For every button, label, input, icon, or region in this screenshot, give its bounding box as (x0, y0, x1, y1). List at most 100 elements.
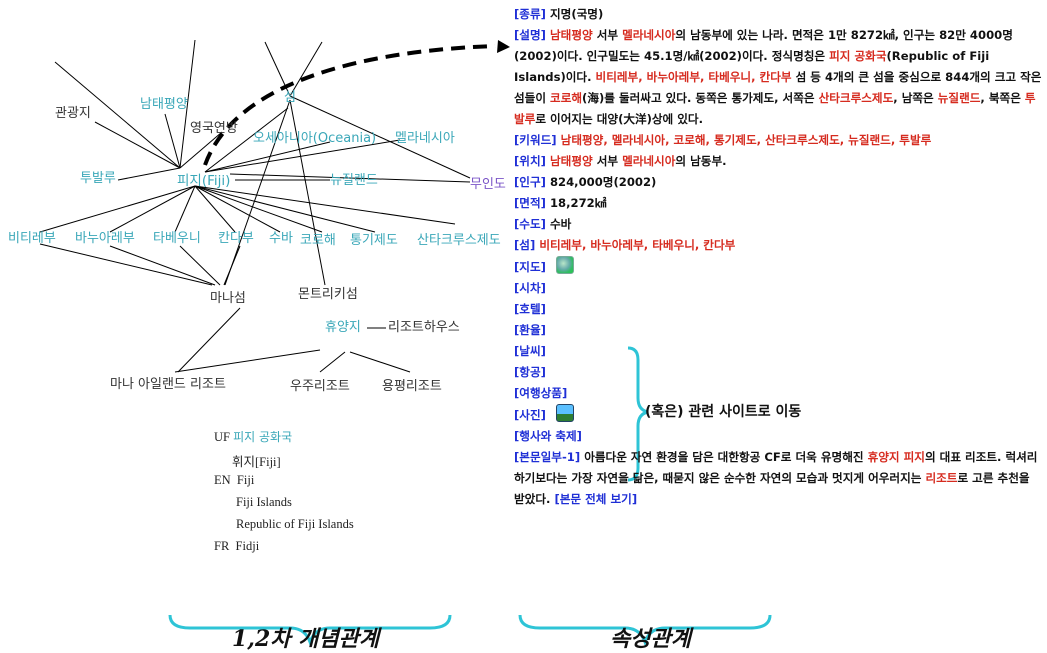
variant-uf-value: 피지 공화국 (233, 430, 293, 444)
variant-uf-alt: 휘지[Fiji] (232, 455, 281, 469)
desc-run-0: 남태평양 (549, 28, 593, 42)
node-montriki[interactable]: 몬트리키섬 (298, 287, 358, 302)
attr-map: [지도] (514, 256, 1044, 278)
node-tourist-spot[interactable]: 관광지 (55, 106, 91, 121)
map-icon[interactable] (555, 256, 574, 274)
photo-icon[interactable] (555, 404, 574, 422)
node-kadavu[interactable]: 칸다부 (218, 231, 254, 246)
attr-travel-tag[interactable]: [여행상품] (514, 386, 568, 400)
location-run-0: 남태평양 (549, 154, 593, 168)
node-tuvalu[interactable]: 투발루 (80, 171, 116, 186)
caption-attribute-relations: 속성관계 (610, 626, 691, 652)
attr-capital-value: 수바 (549, 217, 572, 231)
variant-en: EN Fiji (214, 473, 254, 488)
variant-en-code: EN (214, 473, 231, 487)
desc-run-9: (海)를 둘러싸고 있다. 동쪽은 통가제도, 서쪽은 (582, 91, 819, 105)
attr-hotel: [호텔] (514, 299, 1044, 320)
attr-keywords: [키워드] 남태평양, 멜라네시아, 코로해, 통기제도, 산타크루스제도, 뉴… (514, 130, 1044, 151)
attr-capital-tag[interactable]: [수도] (514, 217, 546, 231)
attr-island: [섬] 비티레부, 바누아레부, 타베우니, 칸다부 (514, 235, 1044, 256)
node-commonwealth[interactable]: 영국연방 (190, 121, 238, 136)
related-site-note: (혹은) 관련 사이트로 이동 (645, 404, 802, 420)
excerpt-run-3: 리조트 (925, 471, 958, 485)
attr-description: [설명] 남태평양 서부 멜라네시아의 남동부에 있는 나라. 면적은 1만 8… (514, 25, 1044, 130)
node-fiji[interactable]: 피지(Fiji) (177, 173, 231, 189)
node-resort-land[interactable]: 휴양지 (325, 320, 361, 335)
attr-location-tag[interactable]: [위치] (514, 154, 546, 168)
desc-run-7: 섬 등 4개의 큰 섬을 중심으로 844개의 크고 작은 섬들이 (514, 70, 1042, 105)
attr-timediff-tag[interactable]: [시차] (514, 281, 546, 295)
node-oceania[interactable]: 오세아니아(Oceania) (253, 131, 377, 146)
location-run-3: 의 남동부. (675, 154, 727, 168)
node-mana[interactable]: 마나섬 (210, 291, 246, 306)
desc-run-13: , 북쪽은 (980, 91, 1025, 105)
excerpt-run-5[interactable]: [본문 전체 보기] (554, 492, 638, 506)
node-tonga[interactable]: 통기제도 (350, 233, 398, 248)
attr-population: [인구] 824,000명(2002) (514, 172, 1044, 193)
attr-type-value: 지명(국명) (549, 7, 604, 21)
desc-run-15: 로 이어지는 대양(大洋)상에 있다. (535, 112, 703, 126)
node-yongpyong[interactable]: 용평리조트 (382, 379, 442, 394)
attr-excerpt: [본문일부-1] 아름다운 자연 환경을 담은 대한항공 CF로 더욱 유명해진… (514, 447, 1044, 510)
variant-uf: UF 피지 공화국 (214, 428, 292, 445)
attr-travel: [여행상품] (514, 383, 1044, 404)
desc-run-4: 피지 공화국 (829, 49, 887, 63)
node-taveuni[interactable]: 타베우니 (153, 231, 201, 246)
attr-keyword-value: 남태평양, 멜라네시아, 코로해, 통기제도, 산타크루스제도, 뉴질랜드, 투… (560, 133, 932, 147)
attr-island-tag[interactable]: [섬] (514, 238, 536, 252)
attr-exchange: [환율] (514, 320, 1044, 341)
attr-desc-tag[interactable]: [설명] (514, 28, 546, 42)
attr-capital: [수도] 수바 (514, 214, 1044, 235)
attr-exchange-tag[interactable]: [환율] (514, 323, 546, 337)
node-vanua-levu[interactable]: 바누아레부 (75, 231, 135, 246)
desc-run-14: 투발루 (514, 91, 1036, 126)
node-suva[interactable]: 수바 (269, 231, 293, 246)
node-space-resort[interactable]: 우주리조트 (290, 379, 350, 394)
node-south-pacific[interactable]: 남태평양 (140, 97, 188, 112)
attr-excerpt-tag[interactable]: [본문일부-1] (514, 450, 581, 464)
variant-en-value-1: Fiji (236, 473, 255, 487)
attribute-panel: [종류] 지명(국명) [설명] 남태평양 서부 멜라네시아의 남동부에 있는 … (514, 4, 1044, 510)
desc-run-12: 뉴질랜드 (937, 91, 981, 105)
node-resort-house[interactable]: 리조트하우스 (388, 320, 460, 335)
attr-events-tag[interactable]: [행사와 축제] (514, 429, 582, 443)
desc-run-5: (Republic of Fiji Islands)이다. (514, 49, 990, 84)
attr-type-tag[interactable]: [종류] (514, 7, 546, 21)
variant-en-value-2: Fiji Islands (236, 495, 292, 509)
desc-run-2: 멜라네시아 (622, 28, 676, 42)
excerpt-run-2: 의 대표 리조트. 럭셔리하기보다는 가장 자연을 닮은, 때묻지 않은 순수한… (514, 450, 1038, 485)
excerpt-run-0: 아름다운 자연 환경을 담은 대한항공 CF로 더욱 유명해진 (580, 450, 868, 464)
node-coral-sea[interactable]: 코로해 (300, 233, 336, 248)
desc-run-8: 코로해 (550, 91, 583, 105)
attr-weather-tag[interactable]: [날씨] (514, 344, 546, 358)
attr-photo-tag[interactable]: [사진] (514, 408, 546, 422)
attr-map-tag[interactable]: [지도] (514, 260, 546, 274)
attr-keyword-tag[interactable]: [키워드] (514, 133, 557, 147)
attr-photo: [사진] (514, 404, 1044, 426)
attr-airline-tag[interactable]: [항공] (514, 365, 546, 379)
attr-airline: [항공] (514, 362, 1044, 383)
node-melanesia[interactable]: 멜라네시아 (395, 131, 455, 146)
node-santa-cruz[interactable]: 산타크루스제도 (417, 233, 501, 248)
node-uninhabited[interactable]: 무인도 (470, 177, 506, 192)
excerpt-run-1: 휴양지 피지 (867, 450, 925, 464)
attr-location: [위치] 남태평양 서부 멜라네시아의 남동부. (514, 151, 1044, 172)
attr-island-value: 비티레부, 바누아레부, 타베우니, 칸다부 (539, 238, 736, 252)
attr-weather: [날씨] (514, 341, 1044, 362)
node-viti-levu[interactable]: 비티레부 (8, 231, 56, 246)
desc-run-1: 서부 (592, 28, 623, 42)
node-island[interactable]: 섬 (284, 90, 296, 105)
attr-timediff: [시차] (514, 278, 1044, 299)
desc-run-11: , 남쪽은 (893, 91, 938, 105)
attr-hotel-tag[interactable]: [호텔] (514, 302, 546, 316)
attr-area-tag[interactable]: [면적] (514, 196, 546, 210)
attr-type: [종류] 지명(국명) (514, 4, 1044, 25)
node-new-zealand[interactable]: 뉴질랜드 (330, 173, 378, 188)
node-mana-resort[interactable]: 마나 아일랜드 리조트 (110, 377, 226, 392)
desc-run-10: 산타크루스제도 (818, 91, 894, 105)
attr-population-value: 824,000명(2002) (549, 175, 657, 189)
variant-fr: FR Fidji (214, 539, 259, 554)
attr-location-body: 남태평양 서부 멜라네시아의 남동부. (550, 154, 727, 168)
attr-excerpt-body: 아름다운 자연 환경을 담은 대한항공 CF로 더욱 유명해진 휴양지 피지의 … (514, 450, 1037, 506)
attr-population-tag[interactable]: [인구] (514, 175, 546, 189)
